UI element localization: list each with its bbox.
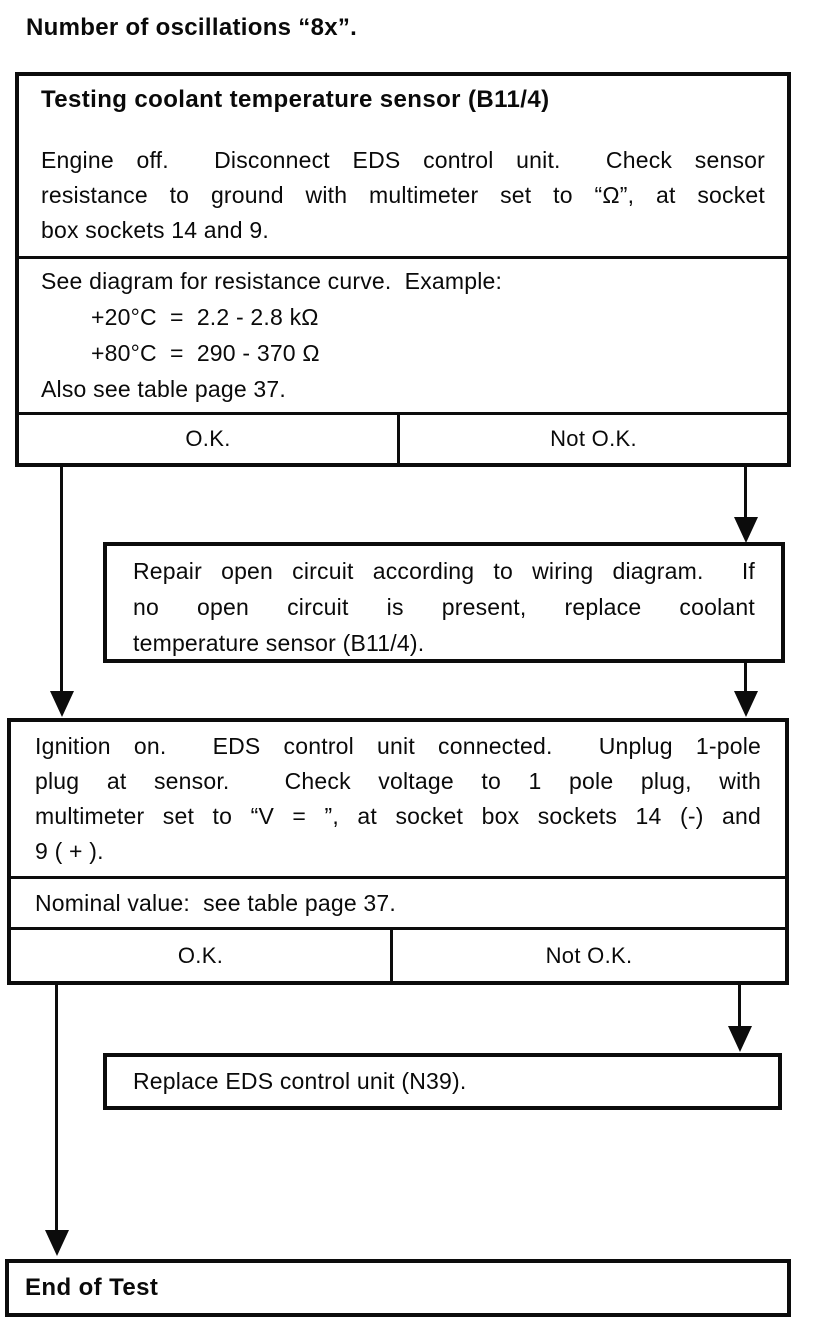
not-ok-branch-arrow-1-line	[744, 465, 747, 519]
voltage-procedure-section: Ignition on. EDS control unit connected.…	[11, 722, 785, 876]
replace-control-unit-box: Replace EDS control unit (N39).	[103, 1053, 782, 1110]
result-row: O.K. Not O.K.	[19, 415, 787, 463]
reference-section: See diagram for resistance curve. Exampl…	[19, 259, 787, 409]
voltage-test-box: Ignition on. EDS control unit connected.…	[7, 718, 789, 985]
not-ok-label: Not O.K.	[545, 942, 633, 968]
ok-branch-arrow-2-head	[45, 1230, 69, 1256]
not-ok-cell: Not O.K.	[393, 930, 785, 981]
test-procedure-section: Testing coolant temperature sensor (B11/…	[19, 76, 787, 256]
not-ok-cell: Not O.K.	[400, 415, 787, 463]
end-of-test-box: End of Test	[5, 1259, 791, 1317]
ok-cell: O.K.	[19, 415, 400, 463]
repair-open-circuit-box: Repair open circuit according to wiring …	[103, 542, 785, 663]
voltage-line: multimeter set to “V = ”, at socket box …	[35, 803, 761, 829]
repair-line: no open circuit is present, replace cool…	[133, 594, 755, 620]
section-divider	[11, 876, 785, 879]
ok-branch-arrow-2-line	[55, 983, 58, 1231]
page-title: Number of oscillations “8x”.	[26, 14, 358, 41]
ok-label: O.K.	[177, 942, 224, 968]
not-ok-label: Not O.K.	[550, 426, 637, 451]
procedure-line: resistance to ground with multimeter set…	[41, 182, 765, 208]
not-ok-branch-arrow-1-head	[734, 517, 758, 543]
test-box-heading: Testing coolant temperature sensor (B11/…	[41, 86, 550, 113]
reference-line: See diagram for resistance curve. Exampl…	[41, 268, 503, 294]
not-ok-branch-arrow-2-line	[738, 983, 741, 1027]
resistance-example-20c: +20°C = 2.2 - 2.8 kΩ	[91, 304, 319, 330]
result-row: O.K. Not O.K.	[11, 930, 785, 981]
section-divider	[19, 256, 787, 259]
test-procedure-box: Testing coolant temperature sensor (B11/…	[15, 72, 791, 467]
repair-to-voltage-arrow-line	[744, 663, 747, 693]
replace-control-unit-text: Replace EDS control unit (N39).	[133, 1068, 467, 1094]
procedure-line: box sockets 14 and 9.	[41, 217, 269, 243]
not-ok-branch-arrow-2-head	[728, 1026, 752, 1052]
voltage-line: Ignition on. EDS control unit connected.…	[35, 733, 761, 759]
reference-line: Also see table page 37.	[41, 376, 286, 402]
voltage-line: 9 ( + ).	[35, 838, 104, 864]
nominal-value-section: Nominal value: see table page 37.	[11, 879, 785, 927]
nominal-value-text: Nominal value: see table page 37.	[35, 889, 396, 916]
end-of-test-label: End of Test	[25, 1274, 159, 1301]
ok-label: O.K.	[185, 426, 231, 451]
section-divider	[11, 927, 785, 930]
ok-cell: O.K.	[11, 930, 393, 981]
repair-line: Repair open circuit according to wiring …	[133, 558, 755, 584]
ok-branch-arrow-1-head	[50, 691, 74, 717]
repair-to-voltage-arrow-head	[734, 691, 758, 717]
ok-branch-arrow-1-line	[60, 465, 63, 693]
section-divider	[19, 412, 787, 415]
repair-line: temperature sensor (B11/4).	[133, 630, 425, 656]
procedure-line: Engine off. Disconnect EDS control unit.…	[41, 147, 765, 173]
voltage-line: plug at sensor. Check voltage to 1 pole …	[35, 768, 761, 794]
resistance-example-80c: +80°C = 290 - 370 Ω	[91, 340, 320, 366]
